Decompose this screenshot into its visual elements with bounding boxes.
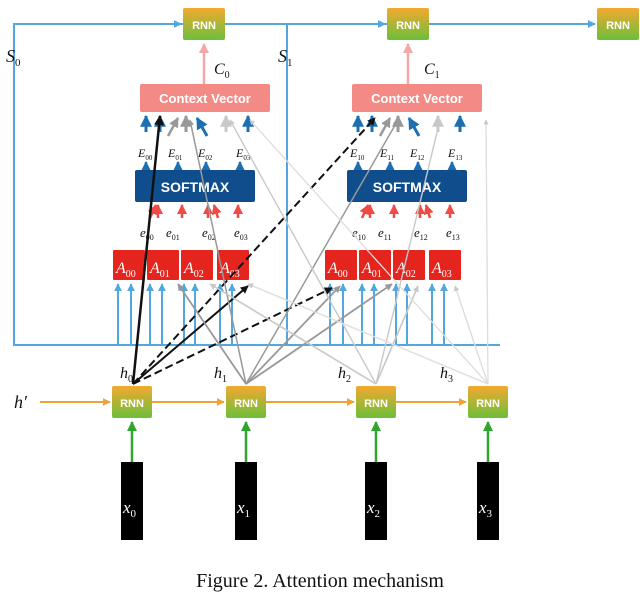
score-label-e: e11 [378, 225, 391, 242]
alignment-box [429, 250, 461, 280]
alignment-label-A: A02 [395, 260, 416, 280]
input-label-x: x3 [478, 498, 493, 520]
encoder-rnn-label: RNN [120, 398, 144, 410]
attention-connection [249, 119, 489, 385]
context-vector-box [352, 84, 482, 112]
figure-caption: Figure 2. Attention mechanism [196, 570, 444, 592]
alignment-box [393, 250, 425, 280]
context-label-c1: C1 [424, 61, 440, 81]
encoder-rnn [112, 386, 152, 418]
alignment-label-A: A01 [361, 260, 382, 280]
hidden-label-h: h3 [440, 365, 453, 385]
alignment-label-A: A03 [431, 260, 452, 280]
attention-connection [245, 283, 393, 385]
softmax-box [135, 170, 255, 202]
weight-label-E: E03 [235, 146, 251, 162]
input-label-x: x0 [122, 498, 137, 520]
attention-connection [245, 119, 399, 385]
alignment-box [325, 250, 357, 280]
attention-connection [209, 283, 377, 385]
weight-label-E: E11 [379, 146, 395, 162]
encoder-step-3: x3 RNN h3 [440, 365, 508, 540]
diagram-canvas: RNN RNN RNN S0 S1 C0 C1 Context VectorE0… [6, 8, 639, 540]
score-label-e: e13 [446, 225, 460, 242]
decoder-rnn-1: RNN [387, 8, 429, 40]
context-vector-box [140, 84, 270, 112]
hidden-label-h: h2 [338, 365, 351, 385]
input-label-x: x2 [366, 498, 380, 520]
encoder-rnn [468, 386, 508, 418]
alignment-box [217, 250, 249, 280]
alignment-label-A: A03 [219, 260, 240, 280]
weight-label-E: E01 [167, 146, 183, 162]
input-block [235, 462, 257, 540]
cross-connections [131, 115, 489, 385]
alignment-box [147, 250, 179, 280]
dashed-connection [132, 287, 333, 385]
context-vector-label: Context Vector [371, 91, 463, 106]
weight-label-E: E00 [137, 146, 153, 162]
softmax-label: SOFTMAX [161, 179, 230, 195]
attention-connection [229, 119, 377, 385]
alignment-label-A: A00 [327, 260, 348, 280]
decoder-rnn-2: RNN [597, 8, 639, 40]
encoder-rnn-label: RNN [476, 398, 500, 410]
decoder-rnn-label: RNN [396, 20, 420, 32]
decoder-rnn-label: RNN [606, 20, 630, 32]
attention-connection [375, 285, 419, 385]
alignment-label-A: A01 [149, 260, 170, 280]
score-label-e: e01 [166, 225, 180, 242]
attention-connection [375, 119, 442, 385]
score-label-e: e03 [234, 225, 248, 242]
weight-label-E: E02 [197, 146, 213, 162]
attention-connection [177, 283, 247, 385]
score-label-e: e12 [414, 225, 428, 242]
encoder-rnn-label: RNN [234, 398, 258, 410]
encoder-step-2: x2 RNN h2 [338, 365, 467, 540]
score-label-e: e00 [140, 225, 154, 242]
softmax-label: SOFTMAX [373, 179, 442, 195]
alignment-label-A: A00 [115, 260, 136, 280]
encoder-step-0: x0 RNN h0 [112, 365, 225, 540]
decoder-rnn-label: RNN [192, 20, 216, 32]
decoder-rnn-0: RNN [183, 8, 225, 40]
state-label-s1: S1 [278, 46, 293, 69]
input-block [477, 462, 499, 540]
score-label-e: e10 [352, 225, 366, 242]
input-block [365, 462, 387, 540]
alignment-label-A: A02 [183, 260, 204, 280]
softmax-box [347, 170, 467, 202]
attention-connection [247, 283, 489, 385]
encoder: x0 RNN h0 x1 RNN h1 x2 RNN h2 x3 RNN h3 h′ [14, 365, 508, 540]
encoder-rnn-label: RNN [364, 398, 388, 410]
context-label-c0: C0 [214, 61, 230, 81]
alignment-box [359, 250, 391, 280]
encoder-step-1: x1 RNN h1 [214, 365, 355, 540]
score-label-e: e02 [202, 225, 216, 242]
weight-label-E: E12 [409, 146, 425, 162]
context-vector-label: Context Vector [159, 91, 251, 106]
hidden-label-h: h0 [120, 365, 133, 385]
alignment-box [181, 250, 213, 280]
attention-connection [453, 285, 489, 385]
input-label-x: x1 [236, 498, 250, 520]
input-block [121, 462, 143, 540]
hidden-label-h: h1 [214, 365, 227, 385]
weight-label-E: E10 [349, 146, 365, 162]
state-label-s0: S0 [6, 46, 21, 69]
attention-connection [188, 119, 247, 385]
alignment-box [113, 250, 145, 280]
encoder-rnn [356, 386, 396, 418]
attention-connection [131, 115, 165, 385]
initial-state-label: h′ [14, 392, 28, 412]
encoder-rnn [226, 386, 266, 418]
attention-connection [245, 285, 341, 385]
weight-label-E: E13 [447, 146, 463, 162]
attention-connection [483, 119, 489, 385]
